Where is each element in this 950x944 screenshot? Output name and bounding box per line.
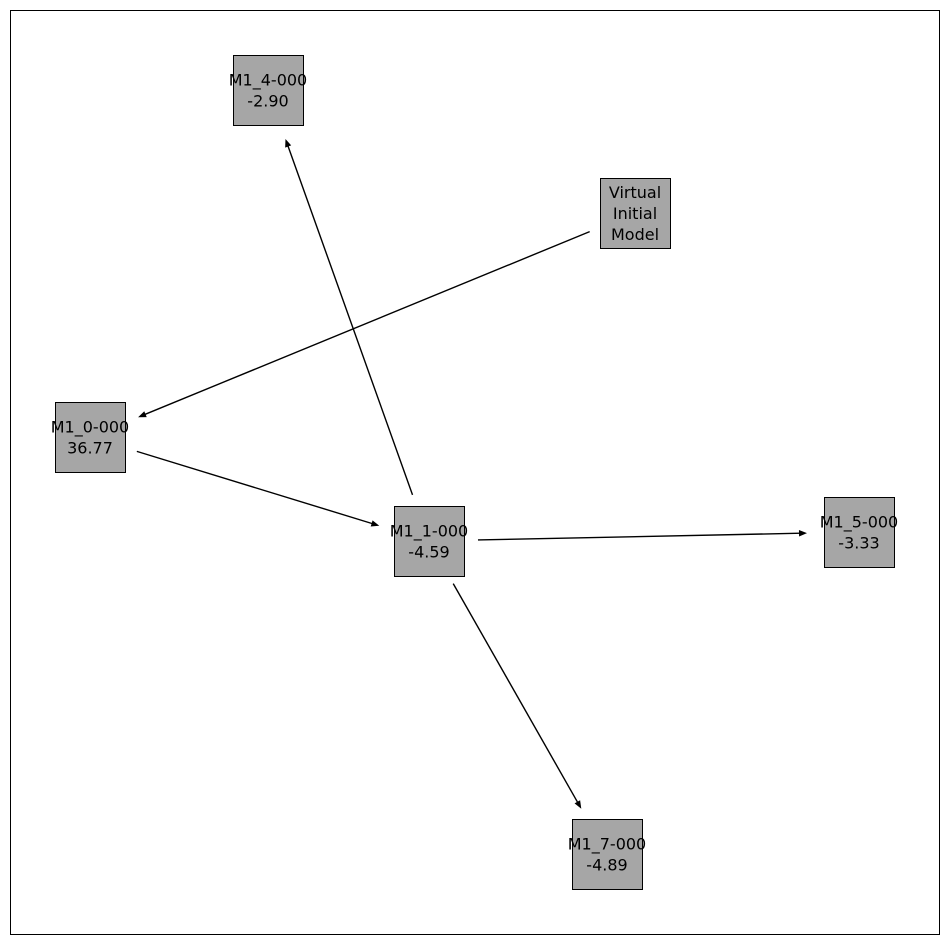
edge-m1_1-to-m1_5: [477, 530, 808, 541]
node-label-line: 36.77: [67, 439, 113, 458]
node-box: [55, 402, 126, 473]
node-box: [233, 55, 304, 126]
edge-line: [452, 583, 579, 804]
node-label-line: Model: [611, 225, 659, 244]
node-label-line: -4.59: [408, 543, 449, 562]
arrow-head-icon: [285, 138, 292, 148]
arrow-head-icon: [574, 800, 582, 809]
arrow-head-icon: [370, 520, 380, 527]
edge-line: [286, 144, 414, 496]
node-label-line: Virtual: [609, 183, 661, 202]
node-m1_1: M1_1-000-4.59: [390, 506, 468, 577]
node-box: [824, 497, 895, 568]
edge-m1_1-to-m1_4: [285, 138, 414, 496]
plot-frame: [10, 10, 940, 935]
node-box: [394, 506, 465, 577]
node-label-line: M1_7-000: [568, 835, 646, 855]
arrow-head-icon: [138, 411, 147, 418]
edge-line: [477, 532, 802, 541]
node-label-line: -3.33: [838, 534, 879, 553]
node-m1_5: M1_5-000-3.33: [820, 497, 898, 568]
edge-m1_1-to-m1_7: [452, 583, 582, 809]
node-m1_4: M1_4-000-2.90: [229, 55, 307, 126]
node-box: [600, 178, 671, 249]
edge-line: [136, 450, 374, 525]
edges-layer: [136, 138, 808, 809]
node-m1_7: M1_7-000-4.89: [568, 819, 646, 890]
edge-m1_0-to-m1_1: [136, 450, 380, 527]
node-label-line: Initial: [613, 204, 657, 223]
node-label-line: M1_5-000: [820, 513, 898, 533]
node-label-line: -2.90: [247, 92, 288, 111]
node-label-line: M1_1-000: [390, 522, 468, 542]
node-label-line: -4.89: [586, 856, 627, 875]
node-box: [572, 819, 643, 890]
edge-virtual-to-m1_0: [138, 230, 590, 418]
node-label-line: M1_4-000: [229, 71, 307, 91]
edge-line: [143, 230, 590, 416]
node-label-line: M1_0-000: [51, 418, 129, 438]
arrow-head-icon: [798, 530, 808, 537]
